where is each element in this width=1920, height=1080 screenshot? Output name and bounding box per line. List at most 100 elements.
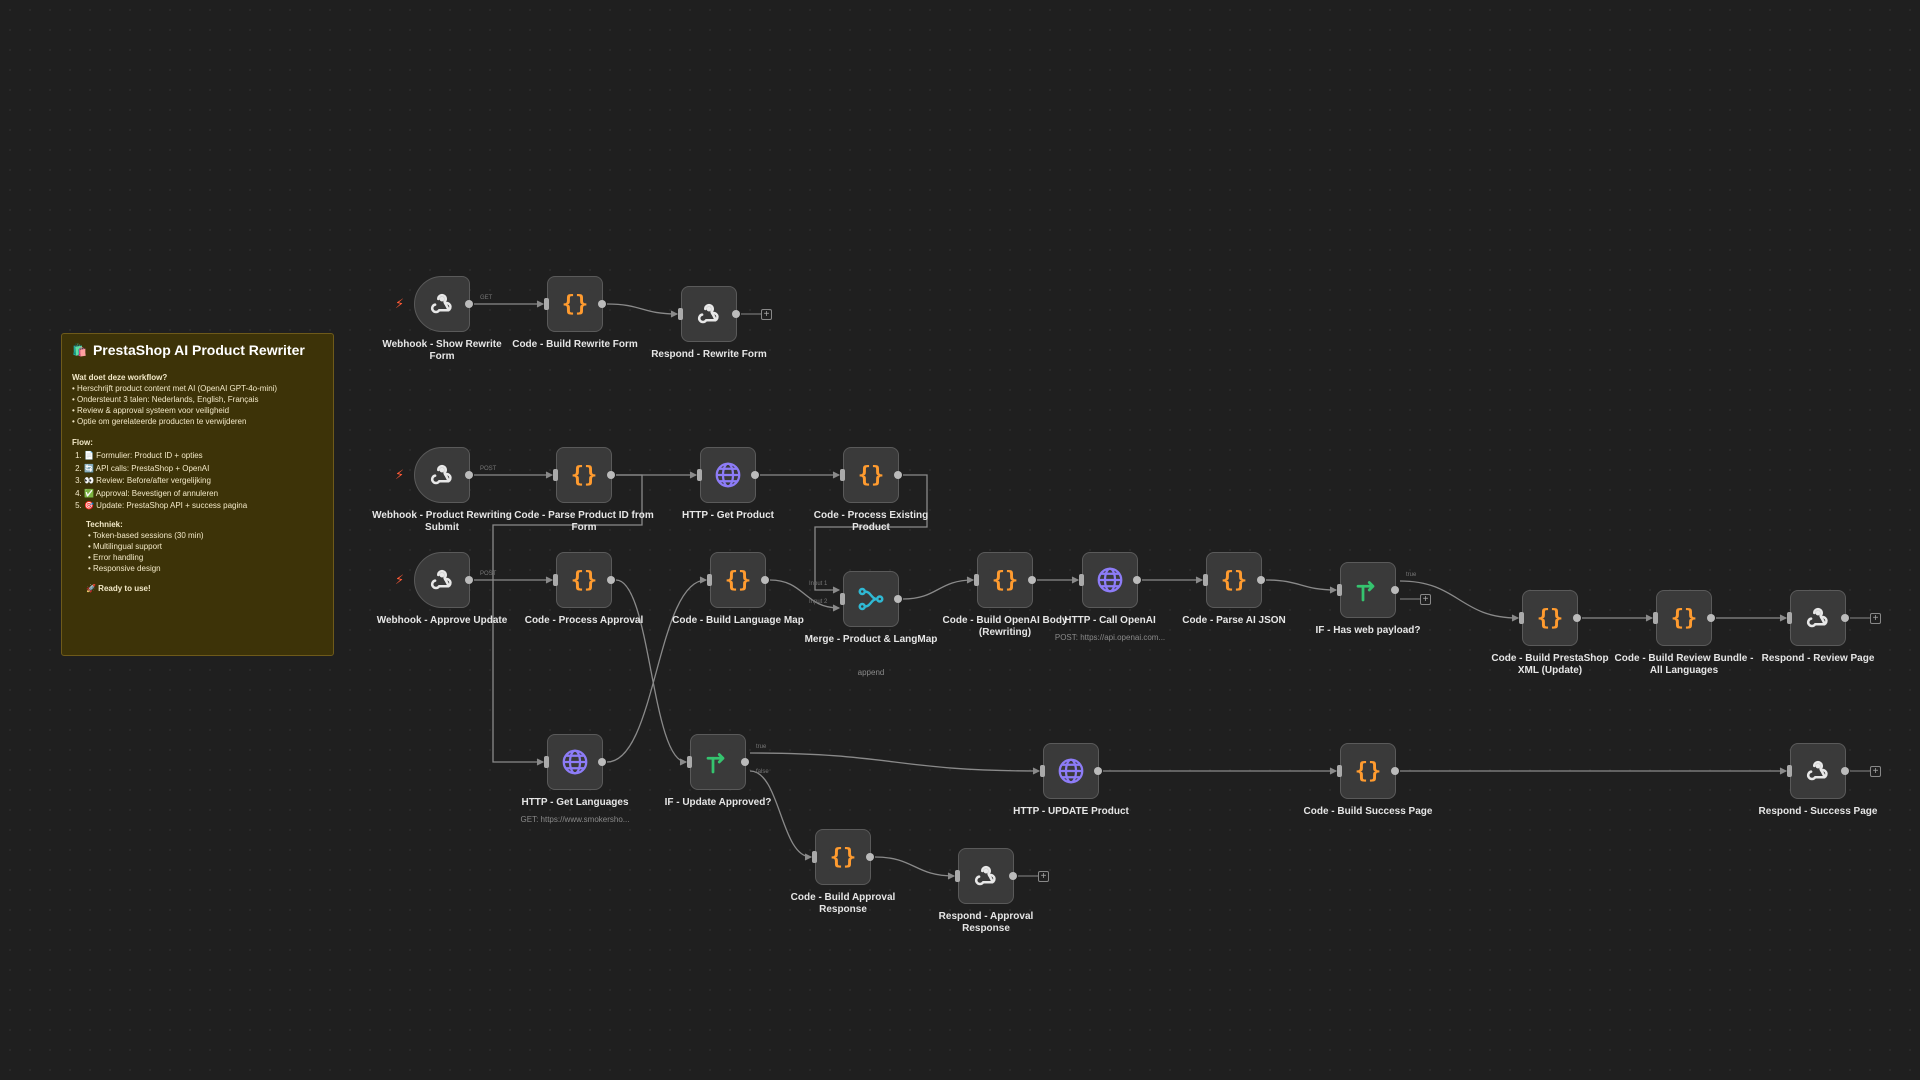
output-port[interactable] xyxy=(1391,767,1399,775)
output-port[interactable] xyxy=(761,576,769,584)
output-port[interactable] xyxy=(598,300,606,308)
input-port[interactable] xyxy=(553,574,558,586)
node-label: Code - Build Approval Response xyxy=(790,892,896,915)
node-resp-review[interactable]: Respond - Review Page xyxy=(1762,590,1874,664)
input-port[interactable] xyxy=(687,756,692,768)
output-port[interactable] xyxy=(465,576,473,584)
input-port[interactable] xyxy=(840,469,845,481)
output-port[interactable] xyxy=(1028,576,1036,584)
node-label: Code - Process Existing Product xyxy=(813,510,929,533)
output-port[interactable] xyxy=(1257,576,1265,584)
output-port[interactable] xyxy=(866,853,874,861)
output-port[interactable] xyxy=(894,595,902,603)
connection-edge[interactable] xyxy=(606,303,678,315)
node-label: Code - Build PrestaShop XML (Update) xyxy=(1491,653,1609,676)
connection-edge[interactable] xyxy=(606,579,707,763)
input-port[interactable] xyxy=(1787,612,1792,624)
input-port[interactable] xyxy=(974,574,979,586)
node-wh-show[interactable]: ⚡Webhook - Show Rewrite Form xyxy=(382,276,502,362)
add-node-button[interactable]: + xyxy=(1038,871,1049,882)
node-resp-success[interactable]: Respond - Success Page xyxy=(1759,743,1877,817)
node-code-review-bundle[interactable]: {}Code - Build Review Bundle - All Langu… xyxy=(1615,590,1753,676)
add-node-button[interactable]: + xyxy=(761,309,772,320)
node-code-openai-body[interactable]: {}Code - Build OpenAI Body (Rewriting) xyxy=(943,552,1068,638)
input-port[interactable] xyxy=(553,469,558,481)
input-port[interactable] xyxy=(1040,765,1045,777)
node-sublabel: GET: https://www.smokersho... xyxy=(520,815,630,824)
node-code-parse[interactable]: {}Code - Parse Product ID from Form xyxy=(514,447,654,533)
input-port[interactable] xyxy=(955,870,960,882)
node-code-process-approval[interactable]: {}Code - Process Approval xyxy=(525,552,643,626)
output-port[interactable] xyxy=(1094,767,1102,775)
output-port[interactable] xyxy=(751,471,759,479)
output-port[interactable] xyxy=(741,758,749,766)
edge-label-false: false xyxy=(756,769,769,775)
input-port[interactable] xyxy=(1337,765,1342,777)
input-port[interactable] xyxy=(544,756,549,768)
code-braces-icon: {} xyxy=(1220,567,1248,593)
node-resp-approval[interactable]: Respond - Approval Response xyxy=(939,848,1033,934)
add-node-button[interactable]: + xyxy=(1420,594,1431,605)
input-port[interactable] xyxy=(1079,574,1084,586)
output-port[interactable] xyxy=(465,471,473,479)
output-port[interactable] xyxy=(607,576,615,584)
input-port[interactable] xyxy=(544,298,549,310)
node-code-process-existing[interactable]: {}Code - Process Existing Product xyxy=(814,447,928,533)
connection-edge[interactable] xyxy=(1265,579,1337,591)
output-port[interactable] xyxy=(1707,614,1715,622)
output-port[interactable] xyxy=(1841,614,1849,622)
node-label: HTTP - Get Languages xyxy=(521,797,629,808)
node-code-lang-map[interactable]: {}Code - Build Language Map xyxy=(672,552,804,626)
connection-edge[interactable] xyxy=(749,770,812,858)
node-code-xml[interactable]: {}Code - Build PrestaShop XML (Update) xyxy=(1491,590,1609,676)
connection-edge[interactable] xyxy=(769,579,840,609)
output-port[interactable] xyxy=(1841,767,1849,775)
input-port[interactable] xyxy=(678,308,683,320)
input-port[interactable] xyxy=(1653,612,1658,624)
node-label: Webhook - Show Rewrite Form xyxy=(382,339,502,362)
input-port[interactable] xyxy=(840,593,845,605)
output-port[interactable] xyxy=(894,471,902,479)
edge-arrow xyxy=(1329,767,1338,775)
connection-edge[interactable] xyxy=(874,856,955,877)
branch-icon xyxy=(703,747,733,777)
add-node-button[interactable]: + xyxy=(1870,613,1881,624)
node-if-payload[interactable]: IF - Has web payload? xyxy=(1315,562,1421,636)
output-port[interactable] xyxy=(1573,614,1581,622)
input-port[interactable] xyxy=(1787,765,1792,777)
node-wh-approve[interactable]: ⚡Webhook - Approve Update xyxy=(377,552,507,626)
output-port[interactable] xyxy=(465,300,473,308)
input-port[interactable] xyxy=(707,574,712,586)
node-code-success[interactable]: {}Code - Build Success Page xyxy=(1304,743,1432,817)
output-port[interactable] xyxy=(732,310,740,318)
node-resp-form[interactable]: Respond - Rewrite Form xyxy=(651,286,767,360)
input-port[interactable] xyxy=(1519,612,1524,624)
connection-edge[interactable] xyxy=(615,579,687,763)
sticky-tech: Techniek: • Token-based sessions (30 min… xyxy=(72,519,323,574)
node-wh-submit[interactable]: ⚡Webhook - Product Rewriting Submit xyxy=(372,447,512,533)
node-http-update[interactable]: HTTP - UPDATE Product xyxy=(1013,743,1129,817)
node-code-parse-ai[interactable]: {}Code - Parse AI JSON xyxy=(1182,552,1286,626)
node-http-get-product[interactable]: HTTP - Get Product xyxy=(682,447,774,521)
output-port[interactable] xyxy=(598,758,606,766)
connection-edge[interactable] xyxy=(1399,580,1519,619)
add-node-button[interactable]: + xyxy=(1870,766,1881,777)
node-code-approval-resp[interactable]: {}Code - Build Approval Response xyxy=(791,829,895,915)
input-port[interactable] xyxy=(697,469,702,481)
output-port[interactable] xyxy=(607,471,615,479)
node-code-build-form[interactable]: {}Code - Build Rewrite Form xyxy=(512,276,638,350)
output-port[interactable] xyxy=(1009,872,1017,880)
input-port[interactable] xyxy=(1337,584,1342,596)
sticky-note[interactable]: 🛍️ PrestaShop AI Product Rewriter Wat do… xyxy=(61,333,334,656)
output-port[interactable] xyxy=(1133,576,1141,584)
output-port[interactable] xyxy=(1391,586,1399,594)
input-port[interactable] xyxy=(1203,574,1208,586)
input-port[interactable] xyxy=(812,851,817,863)
connection-edge[interactable] xyxy=(749,752,1040,772)
node-if-update[interactable]: IF - Update Approved? xyxy=(665,734,771,808)
connection-edge[interactable] xyxy=(902,579,974,600)
